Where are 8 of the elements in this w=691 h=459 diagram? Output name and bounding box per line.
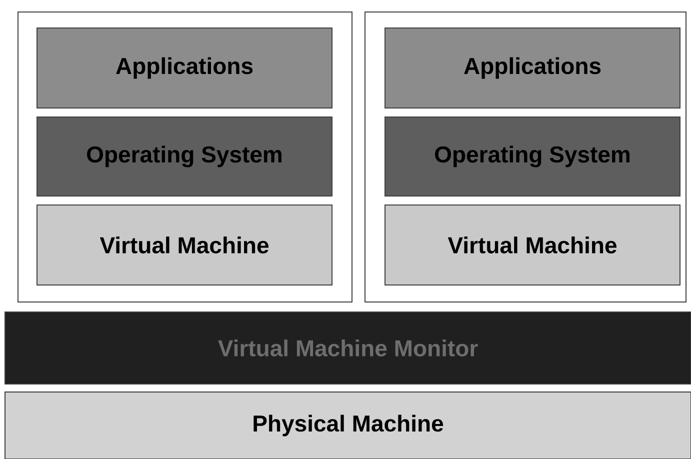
layer-box: Virtual Machine [384,204,680,286]
layer-box: Applications [36,28,332,108]
platform-band: Physical Machine [4,392,691,459]
layer-box: Operating System [36,116,332,196]
layer-box: Operating System [384,116,680,196]
layer-box: Applications [384,28,680,108]
monitor-band: Virtual Machine Monitor [4,312,691,384]
layer-box: Virtual Machine [36,204,332,286]
